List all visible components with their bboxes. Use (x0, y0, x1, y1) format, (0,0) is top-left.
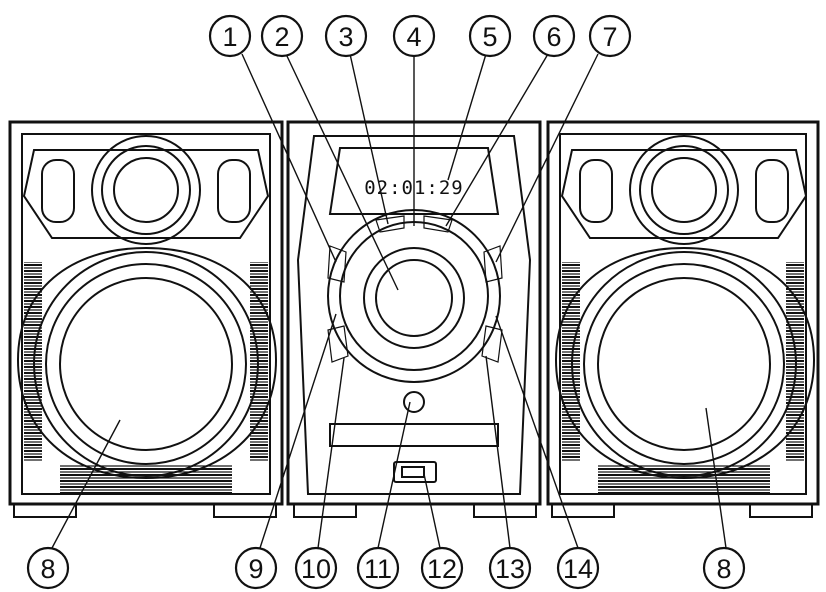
right-woofer-ring (571, 251, 797, 477)
callout-14: 14 (556, 546, 600, 590)
left-speaker-foot-right (213, 503, 277, 518)
right-port-left (579, 159, 613, 223)
callouts-bottom: 8 9 10 11 12 13 14 8 (26, 546, 746, 590)
right-woofer-surround (554, 246, 816, 480)
callout-2: 2 (260, 14, 304, 58)
left-woofer (59, 277, 233, 451)
cd-tray[interactable] (329, 423, 499, 447)
callout-3: 3 (324, 14, 368, 58)
callout-8-left: 8 (26, 546, 70, 590)
right-tweeter-ring-inner (639, 145, 729, 235)
right-woofer (597, 277, 771, 451)
left-tweeter-housing (22, 149, 270, 239)
callout-9: 9 (234, 546, 278, 590)
right-button-upper[interactable] (483, 245, 503, 283)
right-port-right (755, 159, 789, 223)
callout-4: 4 (392, 14, 436, 58)
callout-5: 5 (468, 14, 512, 58)
left-woofer-ring (33, 251, 259, 477)
callout-1: 1 (208, 14, 252, 58)
usb-port[interactable] (401, 466, 425, 478)
callout-13: 13 (488, 546, 532, 590)
right-tweeter-housing (560, 149, 808, 239)
svg-text:11: 11 (364, 554, 392, 584)
svg-text:7: 7 (602, 22, 617, 52)
right-button-lower[interactable] (481, 325, 503, 363)
svg-text:1: 1 (222, 22, 237, 52)
right-tweeter (651, 157, 717, 223)
svg-text:8: 8 (40, 554, 55, 584)
right-speaker-foot-right (749, 503, 813, 518)
callout-10: 10 (294, 546, 338, 590)
svg-text:3: 3 (338, 22, 353, 52)
left-woofer-surround (16, 246, 278, 480)
left-tweeter-ring-inner (101, 145, 191, 235)
right-woofer-ring-2 (583, 263, 785, 465)
callout-11: 11 (356, 546, 400, 590)
svg-text:9: 9 (248, 554, 263, 584)
left-button-upper[interactable] (327, 245, 347, 283)
svg-text:8: 8 (716, 554, 731, 584)
svg-text:13: 13 (495, 554, 525, 584)
top-button-left[interactable] (375, 215, 405, 233)
usb-port-frame (393, 461, 437, 483)
right-speaker-foot-left (551, 503, 615, 518)
left-tweeter (113, 157, 179, 223)
svg-text:10: 10 (301, 554, 331, 584)
left-button-lower[interactable] (327, 325, 349, 363)
svg-text:12: 12 (427, 554, 457, 584)
main-unit-front-panel (296, 135, 532, 495)
volume-knob[interactable] (375, 259, 453, 337)
svg-text:4: 4 (406, 22, 421, 52)
left-speaker (8, 120, 284, 518)
svg-text:14: 14 (563, 554, 593, 584)
svg-text:6: 6 (546, 22, 561, 52)
top-button-right[interactable] (423, 215, 453, 233)
left-port-left (41, 159, 75, 223)
headphone-jack[interactable] (403, 391, 425, 413)
volume-knob-ring[interactable] (363, 247, 465, 349)
control-ring-outer (327, 209, 501, 383)
callout-6: 6 (532, 14, 576, 58)
left-port-right (217, 159, 251, 223)
callout-7: 7 (588, 14, 632, 58)
left-woofer-ring-2 (45, 263, 247, 465)
svg-text:5: 5 (482, 22, 497, 52)
right-speaker (546, 120, 820, 518)
svg-text:2: 2 (274, 22, 289, 52)
left-speaker-inner-frame (21, 133, 271, 495)
right-speaker-cabinet (546, 120, 820, 506)
display-window (328, 147, 500, 215)
left-tweeter-ring (91, 135, 201, 245)
callouts-top: 1 2 3 4 5 6 7 (208, 14, 632, 58)
leader-lines (51, 53, 727, 549)
callout-8-right: 8 (702, 546, 746, 590)
left-speaker-cabinet (8, 120, 284, 506)
main-unit-foot-left (293, 503, 357, 518)
callout-12: 12 (420, 546, 464, 590)
left-speaker-foot-left (13, 503, 77, 518)
right-tweeter-ring (629, 135, 739, 245)
